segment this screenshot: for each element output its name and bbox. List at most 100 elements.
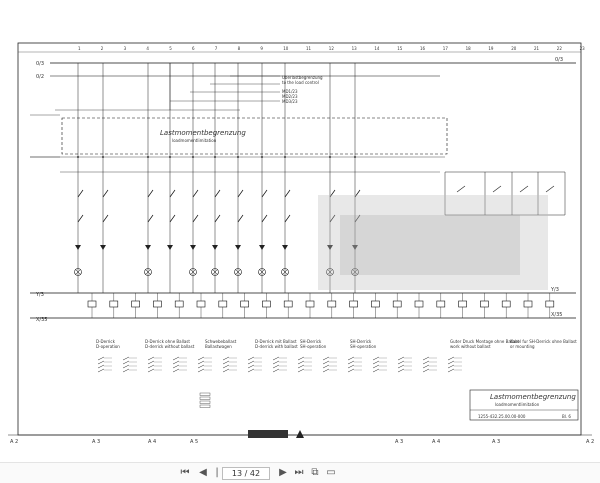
contact-mini bbox=[322, 368, 330, 373]
legend-en: D-operation bbox=[96, 344, 120, 349]
contact-mini bbox=[297, 360, 305, 365]
column-number: 5 bbox=[169, 46, 172, 51]
contact-mini bbox=[222, 360, 230, 365]
contact-mini bbox=[447, 364, 455, 369]
contact-mini bbox=[322, 364, 330, 369]
column-number: 21 bbox=[534, 46, 540, 51]
diode-symbol bbox=[352, 245, 358, 250]
column-number: 22 bbox=[557, 46, 563, 51]
next-page-button[interactable]: ▶ bbox=[279, 467, 287, 478]
contact-mini bbox=[272, 356, 280, 361]
frame-letter: A 2 bbox=[586, 439, 594, 445]
contact-mini bbox=[447, 360, 455, 365]
legend-de: Guter Druck Montage ohne Ballast bbox=[450, 339, 520, 344]
contact-mini bbox=[447, 356, 455, 361]
contact-mini bbox=[172, 356, 180, 361]
contact-mini bbox=[197, 368, 205, 373]
page-separator: / bbox=[244, 469, 248, 478]
relay-coil bbox=[327, 300, 337, 308]
lamp-icon bbox=[281, 268, 289, 276]
contact-mini bbox=[397, 360, 405, 365]
relay-coil bbox=[218, 300, 228, 308]
contact-mini bbox=[372, 360, 380, 365]
diode-symbol bbox=[282, 245, 288, 250]
column-number: 10 bbox=[283, 46, 289, 51]
relay-coil bbox=[436, 300, 446, 308]
switch-contact bbox=[169, 214, 176, 223]
lmb-subtitle: loadmomentlimitation bbox=[172, 138, 217, 143]
column-number: 7 bbox=[215, 46, 218, 51]
drawing-number: 1255-432.25.00.00-000 bbox=[478, 414, 526, 419]
frame-letter: A 3 bbox=[492, 439, 500, 445]
diode-symbol bbox=[190, 245, 196, 250]
contact-mini bbox=[247, 360, 255, 365]
contact-mini bbox=[447, 368, 455, 373]
relay-coil bbox=[480, 300, 489, 308]
relay-coil bbox=[458, 300, 467, 308]
top-note-1: Uberlastbegrenzung bbox=[282, 75, 323, 80]
contact-mini bbox=[97, 368, 105, 373]
relay-coil bbox=[196, 300, 206, 308]
contact-mini bbox=[297, 356, 305, 361]
contact-mini bbox=[247, 364, 255, 369]
switch-contact bbox=[237, 189, 244, 198]
frame-letter: A 5 bbox=[190, 439, 198, 445]
contact-mini bbox=[322, 356, 330, 361]
legend-en: SH-operation bbox=[350, 344, 377, 349]
previous-page-button[interactable]: ◀ bbox=[199, 467, 207, 478]
switch-contact bbox=[261, 214, 268, 223]
top-note-2: to the load control bbox=[282, 80, 319, 85]
lmb-box bbox=[61, 117, 448, 155]
column-number: 2 bbox=[101, 46, 104, 51]
diode-symbol bbox=[167, 245, 173, 250]
switch-contact bbox=[102, 214, 109, 223]
column-number: 14 bbox=[374, 46, 380, 51]
lamp-icon bbox=[258, 268, 266, 276]
column-number: 20 bbox=[511, 46, 517, 51]
column-number: 17 bbox=[443, 46, 449, 51]
contact-mini bbox=[422, 368, 430, 373]
contact-mini bbox=[372, 368, 380, 373]
relay-coil bbox=[501, 300, 511, 308]
contact-mini bbox=[347, 368, 355, 373]
diode-symbol bbox=[100, 245, 106, 250]
column-number: 19 bbox=[488, 46, 494, 51]
prev-separator-icon: | bbox=[215, 467, 219, 478]
contact-mini bbox=[222, 368, 230, 373]
contact-mini bbox=[197, 360, 205, 365]
relay-coil bbox=[262, 300, 271, 308]
scan-noise bbox=[318, 195, 548, 290]
fit-page-icon[interactable]: ▭ bbox=[326, 467, 336, 478]
relay-coil bbox=[283, 300, 293, 308]
relay-coil bbox=[414, 300, 424, 308]
relay-coil bbox=[545, 300, 555, 308]
diode-symbol bbox=[327, 245, 333, 250]
lmb-title: Lastmomentbegrenzung bbox=[160, 129, 246, 137]
switch-contact bbox=[169, 189, 176, 198]
frame-letter: A 4 bbox=[148, 439, 156, 445]
column-number: 6 bbox=[192, 46, 195, 51]
column-number: 1 bbox=[78, 46, 81, 51]
page-number-field[interactable]: 13 / 42 bbox=[222, 467, 270, 480]
contact-mini bbox=[172, 368, 180, 373]
switch-contact bbox=[147, 189, 154, 198]
frame-letter: A 2 bbox=[10, 439, 18, 445]
first-page-button[interactable]: ⏮ bbox=[180, 467, 190, 478]
contact-mini bbox=[272, 364, 280, 369]
contact-mini bbox=[422, 356, 430, 361]
relay-coils bbox=[87, 293, 555, 318]
column-number: 12 bbox=[329, 46, 335, 51]
contact-mini bbox=[397, 368, 405, 373]
contact-mini bbox=[222, 364, 230, 369]
last-page-button[interactable]: ⏭ bbox=[294, 467, 304, 478]
contact-mini bbox=[347, 360, 355, 365]
copy-icon[interactable]: ⧉ bbox=[311, 467, 319, 478]
switch-contact bbox=[192, 214, 199, 223]
contact-mini bbox=[147, 368, 155, 373]
legend-en: SH-operation bbox=[300, 344, 327, 349]
bus-label-top-left: 0/3 bbox=[36, 61, 44, 67]
stamp bbox=[248, 430, 288, 438]
